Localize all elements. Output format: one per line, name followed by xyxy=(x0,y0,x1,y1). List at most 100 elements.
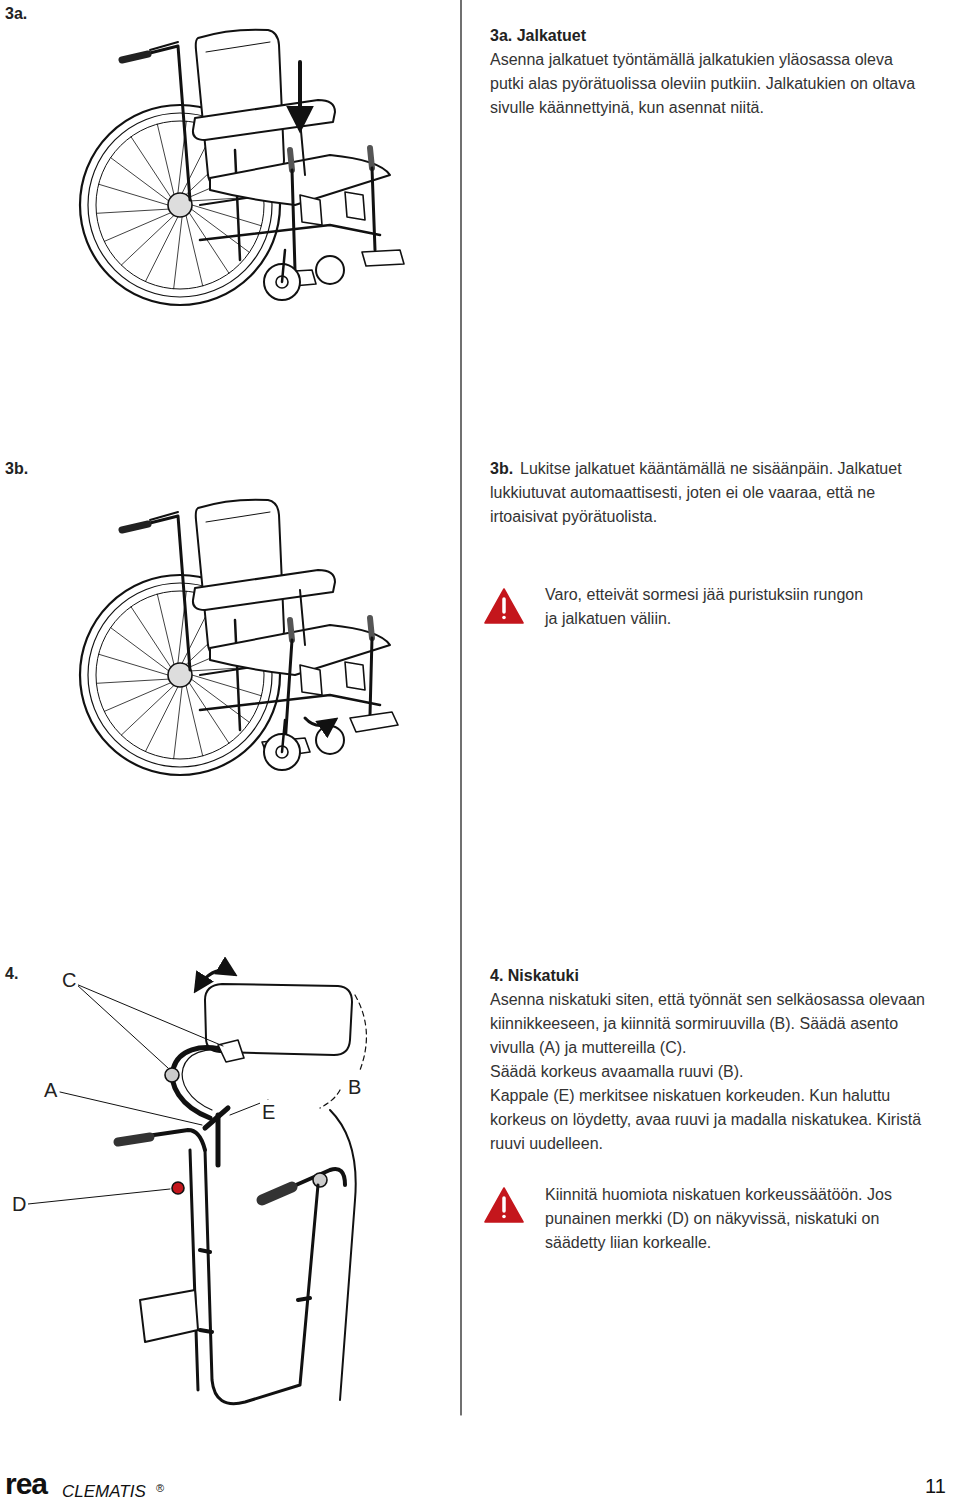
warning-triangle xyxy=(485,1188,523,1222)
legrest-tube xyxy=(370,638,372,715)
brake-lever xyxy=(150,42,178,50)
body-text: Lukitse jalkatuet kääntämällä ne sisäänp… xyxy=(490,457,920,529)
brake-lever xyxy=(150,512,178,520)
handle-grip xyxy=(262,1187,292,1200)
push-handle xyxy=(262,1169,345,1200)
section-heading: 3b. xyxy=(490,457,513,481)
leader-line xyxy=(76,984,223,1046)
section-heading: 3b. xyxy=(5,457,28,481)
backrest-seam xyxy=(206,42,270,52)
warning-dot xyxy=(502,1215,506,1219)
spoke xyxy=(131,137,171,198)
caster-fork xyxy=(282,720,285,752)
turn-arrow xyxy=(305,718,335,726)
callout-letter: C xyxy=(60,968,78,992)
back-frame xyxy=(190,1150,198,1390)
page-number: 11 xyxy=(925,1474,946,1498)
legrest-socket xyxy=(290,618,372,640)
spoke xyxy=(191,679,249,722)
leader-line xyxy=(60,1092,202,1125)
spoke xyxy=(191,209,249,252)
spoke xyxy=(192,675,261,696)
body-text: Varo, etteivät sormesi jää puristuksiin … xyxy=(545,583,875,631)
spoke xyxy=(189,213,229,274)
spoke xyxy=(96,209,168,213)
body-text: Asenna niskatuki siten, että työnnät sen… xyxy=(490,988,925,1060)
spoke xyxy=(99,654,168,675)
backrest-panel xyxy=(330,1110,356,1400)
registered-mark: ® xyxy=(156,1476,164,1500)
armrest-post xyxy=(300,590,305,645)
handle-grip xyxy=(122,54,148,60)
body-text: Kappale (E) merkitsee niskatuen korkeude… xyxy=(490,1084,925,1156)
spoke xyxy=(192,205,261,226)
push-handle xyxy=(130,46,190,200)
calf-pad xyxy=(300,662,365,695)
adjust-nut xyxy=(165,1068,179,1082)
warning-triangle xyxy=(485,589,523,623)
spoke xyxy=(131,607,171,668)
frame-tube xyxy=(200,695,380,710)
warning-bar xyxy=(502,1198,506,1211)
spoke xyxy=(189,683,229,744)
section-heading: 4. xyxy=(5,962,18,986)
push-handle xyxy=(130,516,190,670)
handle-grip xyxy=(118,1137,150,1142)
bracket-clamp xyxy=(218,1040,244,1062)
callout-letter: D xyxy=(10,1192,28,1216)
handle-grip xyxy=(122,524,148,530)
frame-tube xyxy=(235,620,240,730)
section-heading: 3a. Jalkatuet xyxy=(490,24,586,48)
wheelchair-illustration xyxy=(80,500,398,775)
height-marker xyxy=(172,1182,184,1194)
spoke xyxy=(104,683,171,712)
body-text: Säädä korkeus avaamalla ruuvi (B). xyxy=(490,1060,925,1084)
legrest-tube xyxy=(292,170,295,270)
spoke xyxy=(186,215,203,285)
product-name: CLEMATIS xyxy=(62,1480,146,1504)
section-heading: 3a. xyxy=(5,2,27,26)
footplate xyxy=(362,250,404,266)
warning-dot xyxy=(502,616,506,620)
warning-bar xyxy=(502,599,506,612)
column-divider xyxy=(460,0,461,1415)
legrest-socket xyxy=(290,148,372,170)
frame-tube xyxy=(200,225,380,240)
finger-screw xyxy=(313,1173,327,1187)
spoke xyxy=(104,213,171,242)
frame-clip xyxy=(200,1250,310,1332)
spoke xyxy=(174,687,182,759)
section-heading: 4. Niskatuki xyxy=(490,964,579,988)
spoke xyxy=(186,685,203,755)
calf-pad xyxy=(300,192,365,225)
spoke xyxy=(174,217,182,289)
footplate xyxy=(350,712,398,732)
front-caster xyxy=(316,726,344,754)
brand-logo: rea xyxy=(5,1472,47,1496)
callout-letter: E xyxy=(260,1100,277,1124)
seat-part xyxy=(140,1290,198,1342)
armrest xyxy=(193,570,335,610)
body-text: Kiinnitä huomiota niskatuen korkeussäätö… xyxy=(545,1183,935,1255)
callout-letter: B xyxy=(346,1075,363,1099)
body-text: Asenna jalkatuet työntämällä jalkatukien… xyxy=(490,48,920,120)
frame-tube xyxy=(235,150,240,260)
headrest-post xyxy=(216,1115,221,1165)
legrest-tube xyxy=(372,168,375,250)
push-arrow xyxy=(298,62,302,128)
spoke xyxy=(96,679,168,683)
spoke xyxy=(99,184,168,205)
wheelchair-illustration xyxy=(80,30,404,305)
headrest-illustration xyxy=(28,970,366,1403)
spoke xyxy=(157,594,174,664)
caster-fork xyxy=(282,250,285,282)
legrest-tube xyxy=(285,640,292,745)
headrest-bracket xyxy=(172,1048,232,1118)
back-frame xyxy=(205,1150,318,1404)
spoke xyxy=(157,124,174,194)
warning-shape xyxy=(485,589,523,623)
spoke xyxy=(111,158,169,201)
backrest-seam xyxy=(206,512,270,522)
